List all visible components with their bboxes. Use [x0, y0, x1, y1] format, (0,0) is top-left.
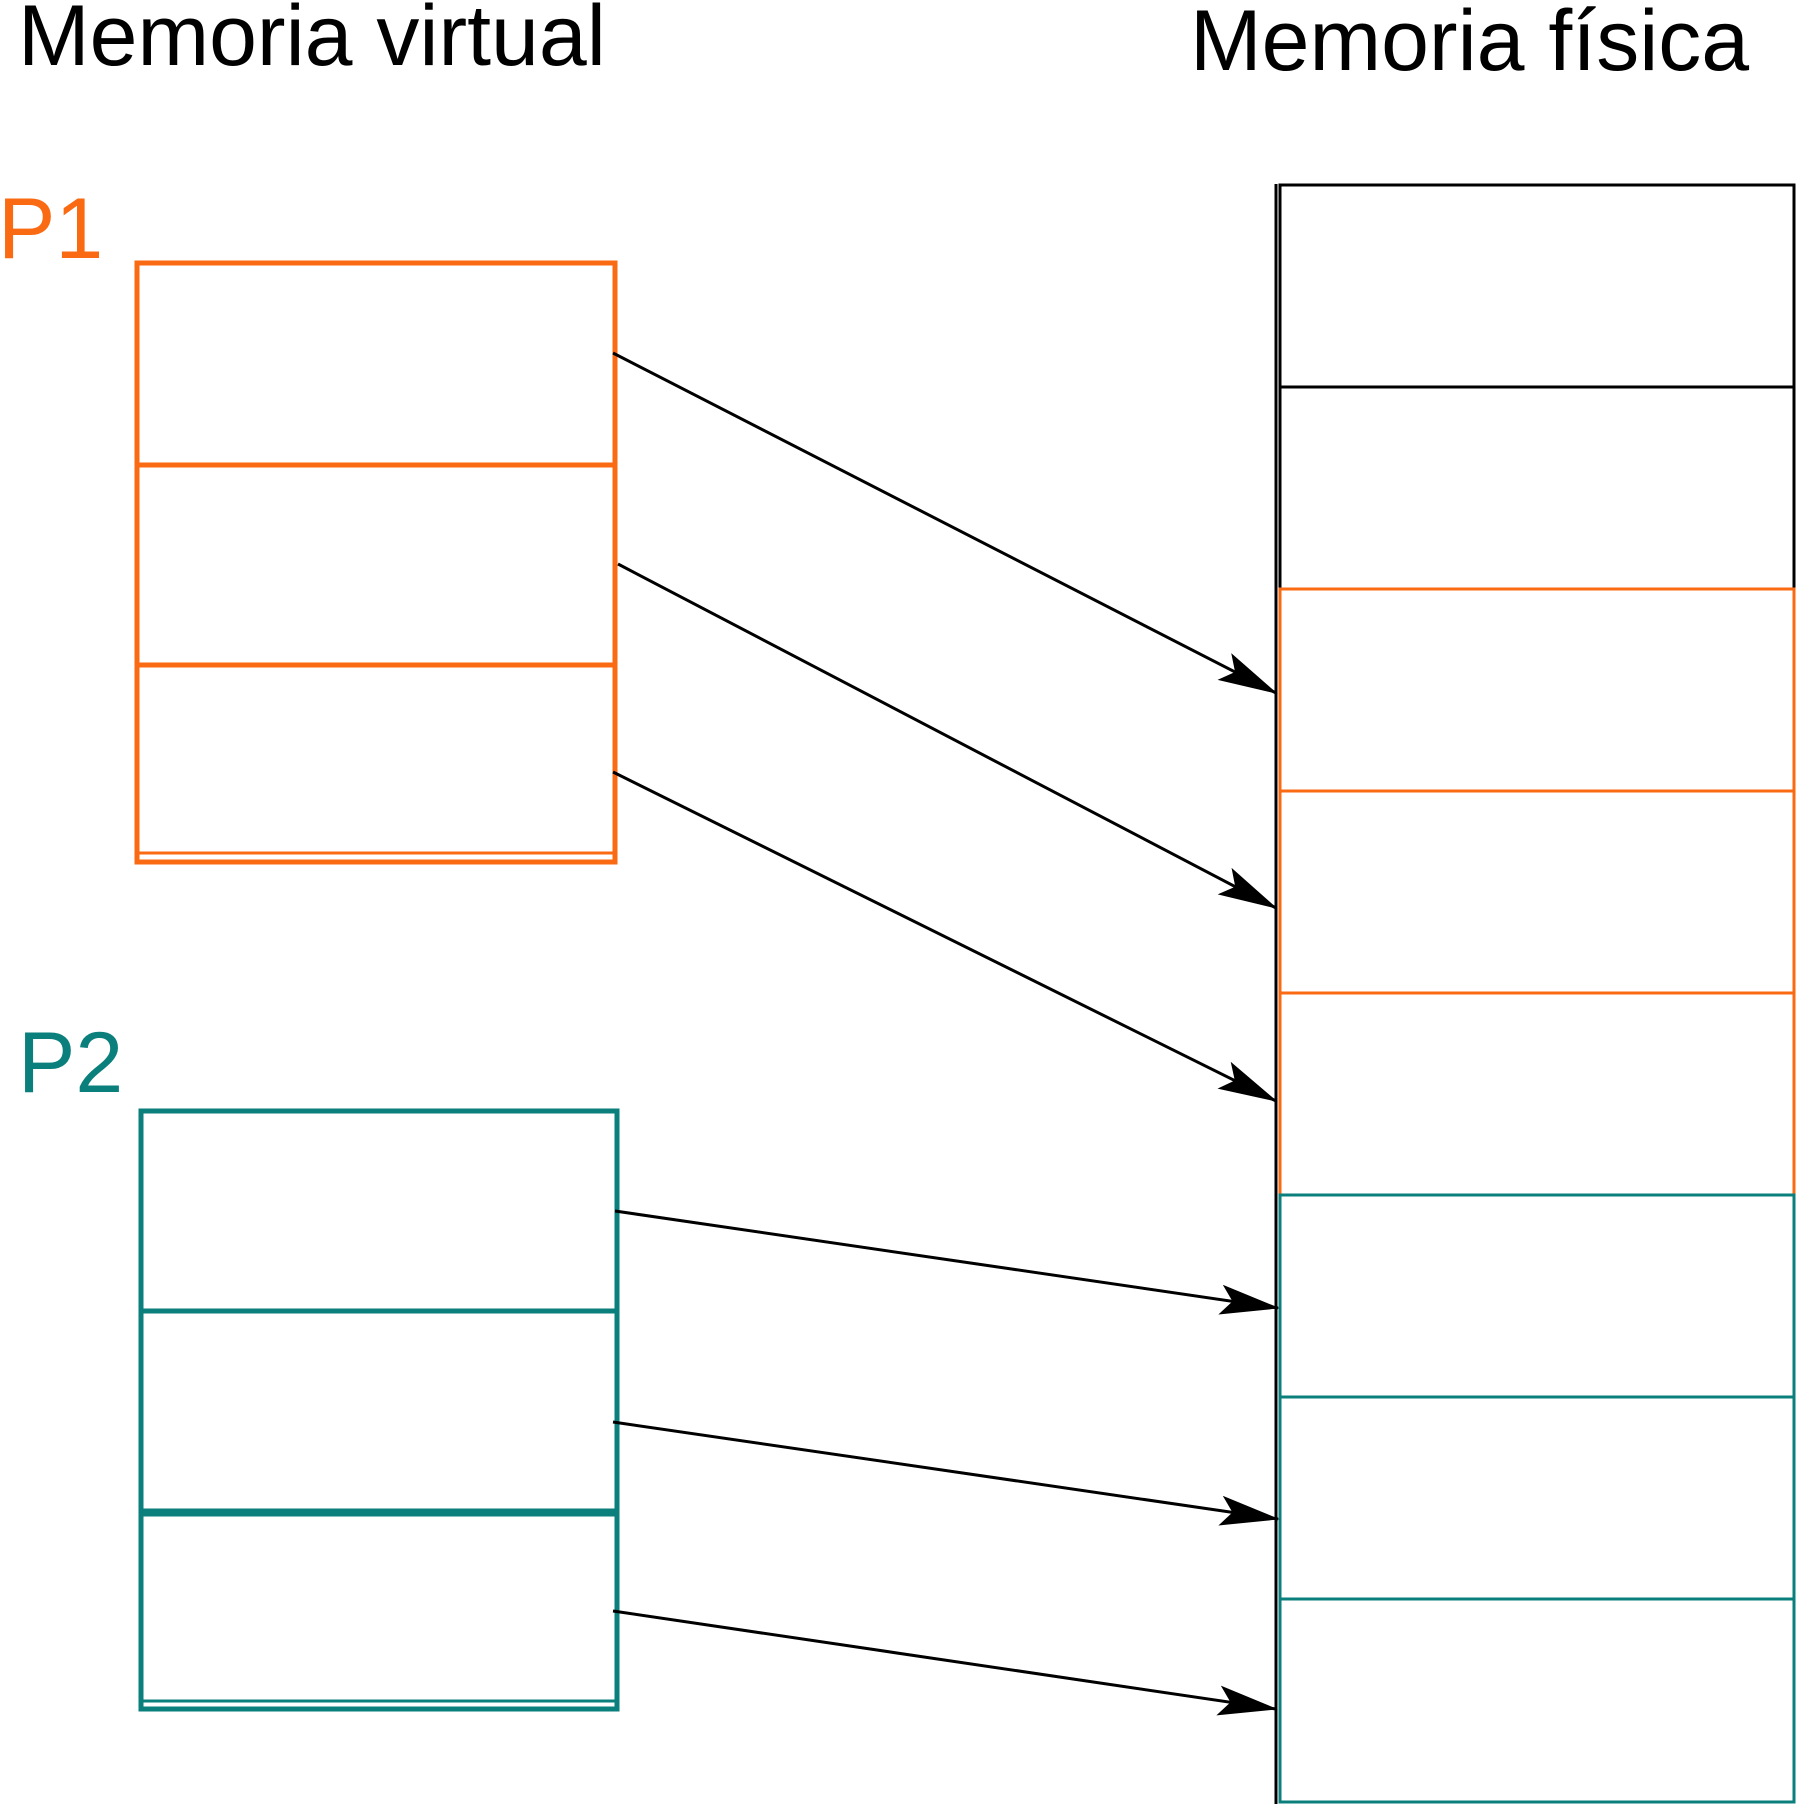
- arrow-p1-page3-to-frame5: [612, 770, 1278, 1103]
- physical-memory: [1274, 183, 1796, 1804]
- arrow-p2-page2-to-frame7: [612, 1420, 1280, 1526]
- arrow-p2-page3-to-frame8: [612, 1609, 1278, 1716]
- p2-page-1: [138, 1108, 620, 1314]
- physical-frame-5: [1278, 991, 1796, 1197]
- virtual-memory-title: Memoria virtual: [18, 0, 606, 84]
- physical-frame-6: [1278, 1193, 1796, 1399]
- p1-page-3: [134, 662, 618, 865]
- p2-page-3: [138, 1511, 620, 1712]
- p1-page-1: [134, 260, 618, 468]
- physical-frame-8: [1278, 1597, 1796, 1804]
- p2-virtual-pages: [138, 1108, 620, 1712]
- mapping-arrows: [612, 351, 1280, 1716]
- physical-frame-2: [1278, 385, 1796, 591]
- p2-label: P2: [18, 1015, 123, 1111]
- p2-page-2: [138, 1308, 620, 1514]
- physical-frame-1: [1278, 183, 1796, 389]
- physical-frame-4: [1278, 789, 1796, 995]
- arrow-p1-page1-to-frame3: [612, 351, 1278, 695]
- arrow-p1-page2-to-frame4: [617, 562, 1278, 910]
- p1-page-2: [134, 462, 618, 668]
- physical-frame-7: [1278, 1395, 1796, 1601]
- arrow-p2-page1-to-frame6: [614, 1209, 1280, 1315]
- physical-memory-title: Memoria física: [1190, 0, 1749, 89]
- p1-label: P1: [0, 181, 103, 277]
- physical-frame-3: [1278, 587, 1796, 793]
- p1-virtual-pages: [134, 260, 618, 865]
